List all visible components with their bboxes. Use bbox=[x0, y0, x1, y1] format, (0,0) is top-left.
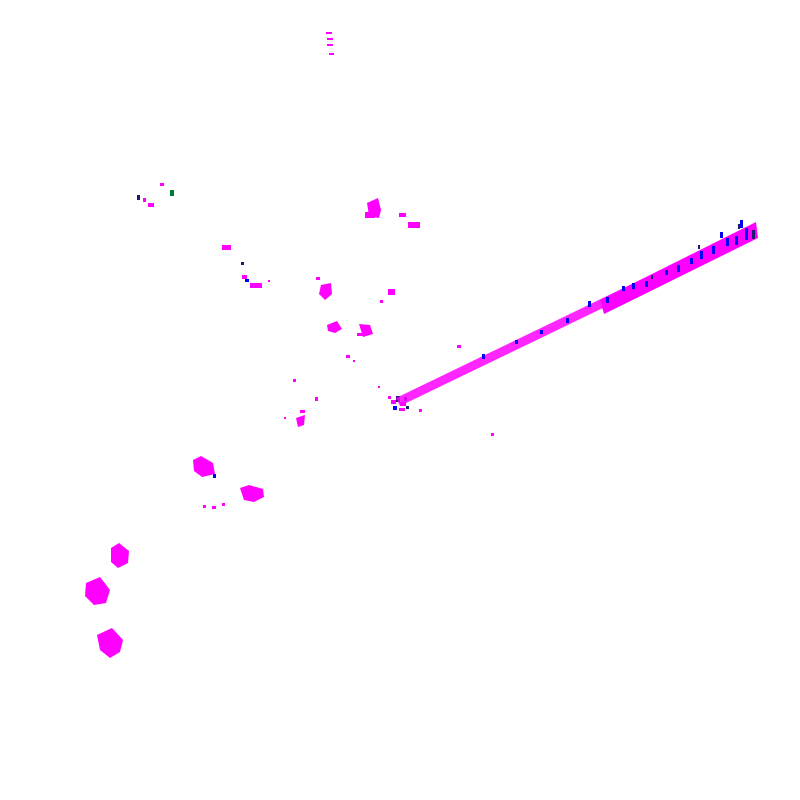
top-dash-cluster bbox=[326, 32, 334, 55]
lower-left-clusters bbox=[85, 456, 264, 658]
upper-middle-clusters bbox=[284, 198, 494, 436]
diagonal-streak bbox=[396, 220, 758, 406]
upper-left-marks bbox=[137, 183, 270, 288]
